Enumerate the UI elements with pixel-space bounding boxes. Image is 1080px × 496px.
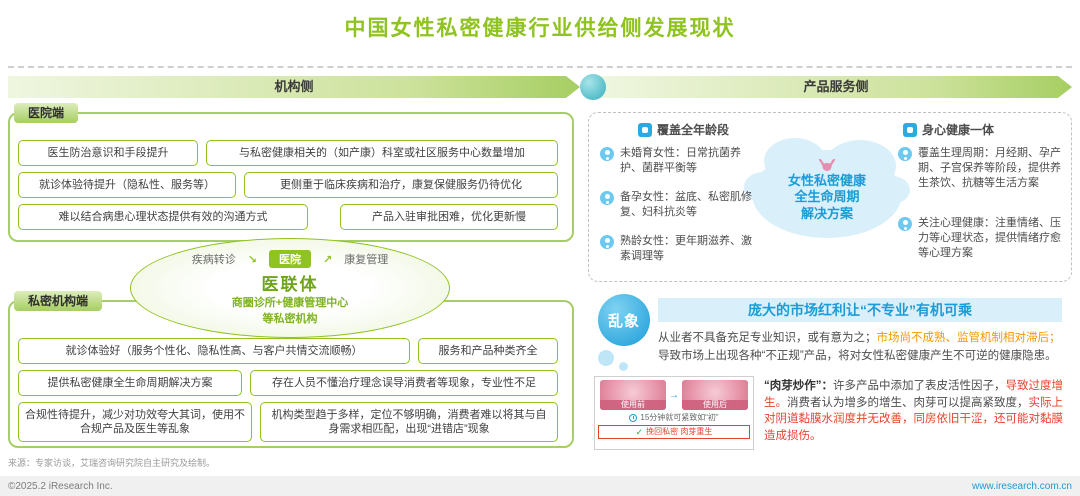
mind-item: 关注心理健康：注重情绪、压力等心理状态，提供情绪疗愈等心理方案 xyxy=(898,216,1066,261)
banner-junction-circle-icon xyxy=(580,74,606,100)
female-avatar-icon xyxy=(600,235,614,249)
chaos-body-seg: 导致市场上出现各种“不正规”产品，将对女性私密健康产生不可逆的健康隐患。 xyxy=(658,349,1057,362)
hype-title: “肉芽炒作”： xyxy=(764,380,833,392)
female-avatar-icon xyxy=(600,147,614,161)
alliance-flow-row: 疾病转诊 ↘ 医院 ↗ 康复管理 xyxy=(191,250,389,269)
age-coverage-header: 覆盖全年龄段 xyxy=(638,121,729,138)
alliance-title: 医联体 xyxy=(261,275,319,295)
chaos-body: 从业者不具备充足专业知识，或有意为之；市场尚不成熟、监管机制相对滞后； 导致市场上… xyxy=(658,330,1064,366)
hospital-point-box: 难以结合病患心理状态提供有效的沟通方式 xyxy=(18,204,308,230)
title-divider xyxy=(8,66,1072,68)
footer-bar xyxy=(0,476,1080,496)
age-item: 熟龄女性：更年期滋养、激素调理等 xyxy=(600,234,752,264)
after-caption: 使用后 xyxy=(682,400,748,410)
clock-icon xyxy=(629,414,638,422)
arrow-right-icon: → xyxy=(669,389,679,401)
institution-side-banner: 机构侧 xyxy=(8,76,580,98)
hype-seg-red: 实际上对阴道黏膜水润度并无改善，同房依旧干涩，还可能对黏膜造成损伤。 xyxy=(764,396,1063,443)
after-image: 使用后 xyxy=(682,380,748,410)
uterus-icon xyxy=(818,159,836,172)
mind-item: 覆盖生理周期：月经期、孕产期、子宫保养等阶段，提供养生茶饮、抗糖等生活方案 xyxy=(898,146,1066,191)
hype-seg: 许多产品中添加了表皮活性因子， xyxy=(833,380,1006,392)
age-item-text: 未婚育女性：日常抗菌养护、菌群平衡等 xyxy=(620,147,741,174)
rehab-arrow-icon: ↗ xyxy=(323,253,333,266)
hospital-point-box: 产品入驻审批困难，优化更新慢 xyxy=(340,204,558,230)
product-ad-example: 使用前 → 使用后 15分钟就可紧致如“初” ✓ 挽回私密 肉芽重生 xyxy=(594,376,754,450)
age-item-text: 备孕女性：盆底、私密肌修复、妇科抗炎等 xyxy=(620,191,752,218)
private-point-box: 存在人员不懂治疗理念误导消费者等现象，专业性不足 xyxy=(250,370,558,396)
age-coverage-icon xyxy=(638,122,652,137)
product-service-panel xyxy=(588,112,1072,282)
ad-highlighted-claim: ✓ 挽回私密 肉芽重生 xyxy=(598,425,750,439)
website-link: www.iresearch.com.cn xyxy=(971,481,1072,492)
private-point-box: 合规性待提升，减少对功效夸大其词，使用不合规产品及医生等乱象 xyxy=(18,402,252,442)
hospital-point-box: 与私密健康相关的（如产康）科室或社区服务中心数量增加 xyxy=(206,140,558,166)
age-item: 未婚育女性：日常抗菌养护、菌群平衡等 xyxy=(600,146,752,176)
chaos-badge: 乱象 xyxy=(598,294,650,346)
age-item: 备孕女性：盆底、私密肌修复、妇科抗炎等 xyxy=(600,190,752,220)
alliance-subtitle-1: 商圈诊所+健康管理中心 xyxy=(231,297,349,310)
alliance-subtitle-2: 等私密机构 xyxy=(262,312,318,325)
hospital-point-box: 更侧重于临床疾病和治疗，康复保健服务仍待优化 xyxy=(244,172,558,198)
private-point-box: 服务和产品种类齐全 xyxy=(418,338,558,364)
hospital-point-box: 就诊体验待提升（隐私性、服务等） xyxy=(18,172,236,198)
mind-body-label: 身心健康一体 xyxy=(922,123,995,137)
ad-claim-text: 挽回私密 肉芽重生 xyxy=(646,427,713,436)
chaos-body-seg: 从业者不具备充足专业知识，或有意为之； xyxy=(658,332,877,344)
ad-timer-claim: 15分钟就可紧致如“初” xyxy=(598,413,750,423)
check-icon: ✓ xyxy=(635,427,644,437)
page-title: 中国女性私密健康行业供给侧发展现状 xyxy=(344,17,736,40)
mind-body-icon xyxy=(903,122,917,137)
hospital-point-box: 医生防治意识和手段提升 xyxy=(18,140,198,166)
hype-seg-red: 导致过度增生。 xyxy=(764,380,1063,409)
bubble-decoration-icon xyxy=(598,350,614,366)
private-institution-section-tab: 私密机构端 xyxy=(14,291,103,311)
product-service-side-banner: 产品服务侧 xyxy=(600,76,1072,98)
source-note: 来源：专家访谈，艾瑞咨询研究院自主研究及绘制。 xyxy=(8,458,216,468)
hype-explanation: “肉芽炒作”：许多产品中添加了表皮活性因子，导致过度增生。消费者认为增多的增生、… xyxy=(764,378,1064,445)
mind-item-text: 覆盖生理周期：月经期、孕产期、子宫保养等阶段，提供养生茶饮、抗糖等生活方案 xyxy=(918,147,1061,189)
rehab-management-label: 康复管理 xyxy=(344,254,389,267)
bubble-decoration-icon xyxy=(619,362,628,371)
mind-item-text: 关注心理健康：注重情绪、压力等心理状态，提供情绪疗愈等心理方案 xyxy=(918,217,1061,259)
chaos-headline: 庞大的市场红利让“不专业”有机可乘 xyxy=(658,298,1062,322)
private-point-box: 就诊体验好（服务个性化、隐私性高、与客户共情交流顺畅） xyxy=(18,338,410,364)
lifecycle-icon xyxy=(898,147,912,161)
chaos-body-seg-highlight: 市场尚不成熟、监管机制相对滞后； xyxy=(876,332,1061,344)
solution-cloud-text: 女性私密健康 全生命周期 解决方案 xyxy=(752,138,902,242)
before-caption: 使用前 xyxy=(600,400,666,410)
mind-body-header: 身心健康一体 xyxy=(903,121,994,138)
before-after-images: 使用前 → 使用后 xyxy=(598,380,750,410)
copyright-text: ©2025.2 iResearch Inc. xyxy=(8,481,113,492)
medical-alliance-ellipse: 疾病转诊 ↘ 医院 ↗ 康复管理 医联体 商圈诊所+健康管理中心 等私密机构 xyxy=(130,238,450,338)
age-coverage-label: 覆盖全年龄段 xyxy=(657,123,730,137)
private-point-box: 机构类型趋于多样，定位不够明确，消费者难以将其与自身需求相匹配，出现“进错店”现… xyxy=(260,402,558,442)
before-image: 使用前 xyxy=(600,380,666,410)
age-item-text: 熟龄女性：更年期滋养、激素调理等 xyxy=(620,235,752,262)
female-avatar-icon xyxy=(600,191,614,205)
hospital-pill: 医院 xyxy=(269,250,311,269)
solution-cloud: 女性私密健康 全生命周期 解决方案 xyxy=(744,138,910,242)
mental-health-icon xyxy=(898,217,912,231)
ad-timer-text: 15分钟就可紧致如“初” xyxy=(640,413,719,422)
hospital-section-tab: 医院端 xyxy=(14,103,79,123)
transfer-arrow-icon: ↘ xyxy=(247,253,257,266)
disease-transfer-label: 疾病转诊 xyxy=(191,254,236,267)
private-point-box: 提供私密健康全生命周期解决方案 xyxy=(18,370,242,396)
hype-seg: 消费者认为增多的增生、肉芽可以提高紧致度， xyxy=(787,396,1029,409)
